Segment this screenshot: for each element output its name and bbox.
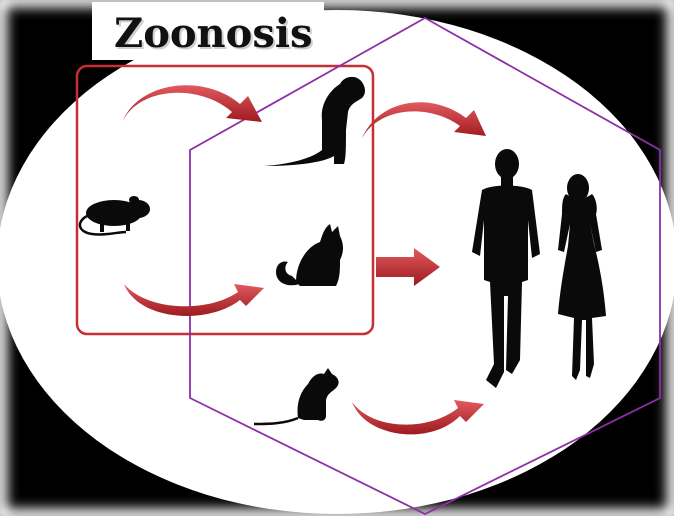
- page-title: Zoonosis: [114, 10, 313, 57]
